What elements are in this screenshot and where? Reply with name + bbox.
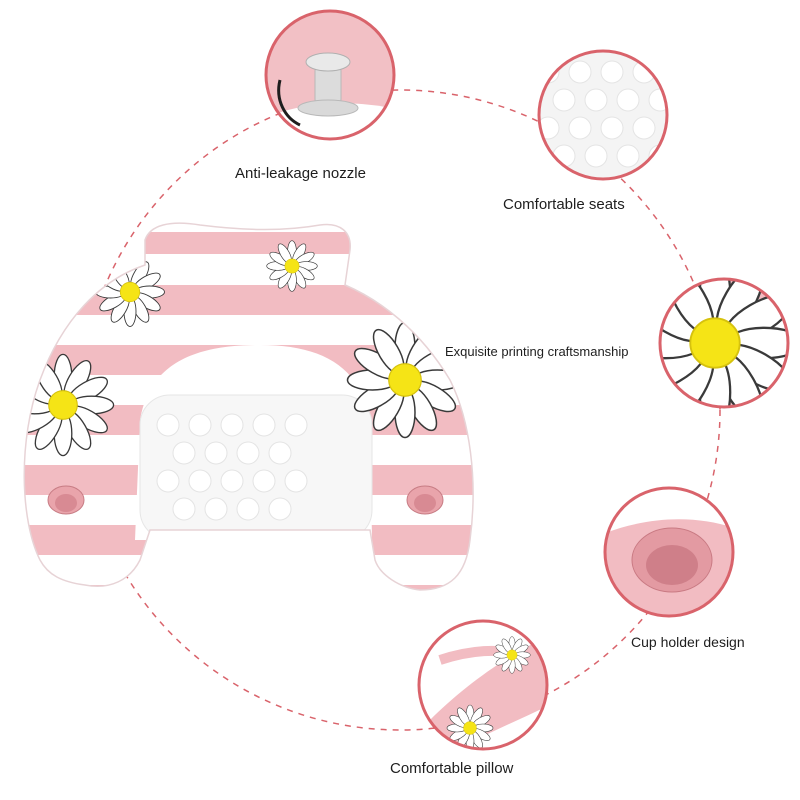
float-outline bbox=[23, 222, 474, 591]
printing-detail-circle bbox=[658, 277, 790, 409]
feature-label-printing: Exquisite printing craftsmanship bbox=[445, 344, 629, 359]
cup-holder-detail-circle bbox=[603, 486, 735, 618]
pillow-detail-circle bbox=[417, 619, 549, 751]
dashed-guide-ring bbox=[79, 89, 721, 731]
feature-label-pillow: Comfortable pillow bbox=[390, 760, 514, 777]
feature-label-seats: Comfortable seats bbox=[503, 196, 625, 213]
nozzle-detail-circle bbox=[264, 9, 396, 141]
inflatable-float bbox=[24, 223, 474, 590]
seats-detail-circle bbox=[537, 49, 669, 181]
feature-label-nozzle: Anti-leakage nozzle bbox=[235, 165, 366, 182]
feature-label-cup-holder: Cup holder design bbox=[631, 634, 745, 650]
